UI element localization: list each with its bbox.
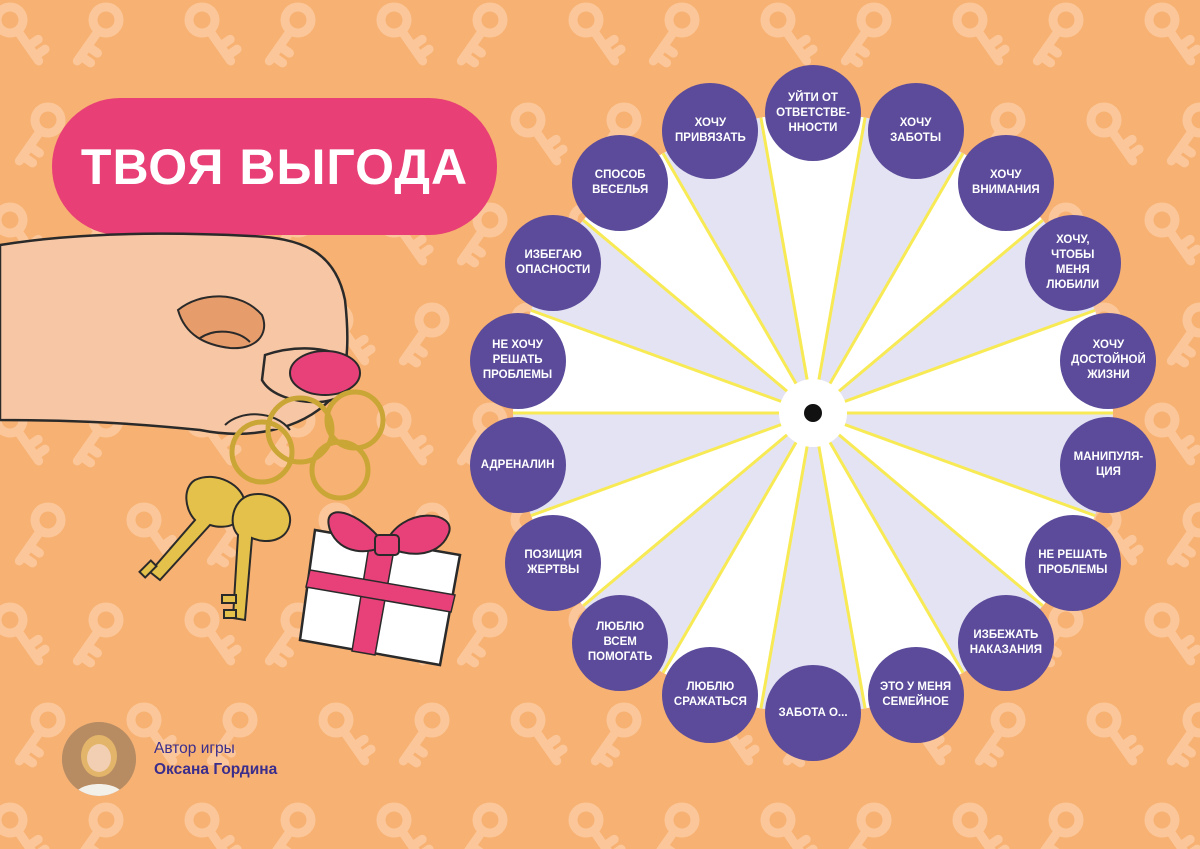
wheel-node[interactable]: ИЗБЕГАЮ ОПАСНОСТИ xyxy=(505,215,602,311)
gift-box-icon xyxy=(298,511,462,667)
wheel-sector xyxy=(813,413,1095,606)
wheel-spoke xyxy=(811,152,965,414)
wheel-spoke xyxy=(811,412,965,674)
wheel-node[interactable]: МАНИПУЛЯ- ЦИЯ xyxy=(1060,417,1157,514)
author-label: Автор игры xyxy=(154,740,235,757)
author-block: Автор игры Оксана Гордина xyxy=(62,722,277,796)
wheel-spoke xyxy=(811,412,867,709)
wheel-spoke xyxy=(759,117,815,414)
wheel-node[interactable]: ИЗБЕЖАТЬ НАКАЗАНИЯ xyxy=(957,594,1054,691)
wheel-sector xyxy=(663,413,813,709)
wheel-sector xyxy=(760,413,866,713)
page-title: ТВОЯ ВЫГОДА xyxy=(52,98,497,235)
wheel-sector xyxy=(760,112,866,414)
wheel-center-dot xyxy=(804,404,822,422)
wheel-node[interactable]: АДРЕНАЛИН xyxy=(469,417,566,514)
wheel-node[interactable]: СПОСОБ ВЕСЕЛЬЯ xyxy=(572,135,669,232)
wheel-spoke xyxy=(811,117,867,414)
wheel-node[interactable]: ЗАБОТА О... xyxy=(765,665,861,761)
wheel-spoke xyxy=(661,412,815,674)
wheel-spoke xyxy=(812,308,1096,415)
wheel-spoke xyxy=(582,411,814,607)
wheel-spoke xyxy=(582,219,814,415)
wheel-node[interactable]: НЕ ХОЧУ РЕШАТЬ ПРОБЛЕМЫ xyxy=(469,312,566,409)
wheel-sector xyxy=(513,413,813,516)
author-avatar xyxy=(62,722,136,796)
wheel-node[interactable]: УЙТИ ОТ ОТВЕТСТВЕ- ННОСТИ xyxy=(765,65,861,161)
wheel-spoke xyxy=(812,411,1096,518)
wheel-node[interactable]: ХОЧУ ЗАБОТЫ xyxy=(867,83,964,180)
wheel-node[interactable]: НЕ РЕШАТЬ ПРОБЛЕМЫ xyxy=(1024,515,1121,611)
wheel-spoke xyxy=(530,308,814,415)
wheel-sector xyxy=(531,413,813,606)
wheel-spoke xyxy=(812,219,1044,415)
wheel-sector xyxy=(813,413,963,709)
wheel-spoke xyxy=(759,412,815,709)
wheel-sector xyxy=(813,220,1095,413)
wheel-node[interactable]: ХОЧУ ВНИМАНИЯ xyxy=(957,135,1054,232)
wheel-sector xyxy=(663,117,813,413)
wheel-node[interactable]: ПОЗИЦИЯ ЖЕРТВЫ xyxy=(505,515,602,611)
wheel-sector xyxy=(813,310,1113,413)
wheel-spoke xyxy=(661,152,815,414)
wheel-node[interactable]: ХОЧУ, ЧТОБЫ МЕНЯ ЛЮБИЛИ xyxy=(1024,215,1121,311)
wheel-node[interactable]: ЛЮБЛЮ СРАЖАТЬСЯ xyxy=(662,646,759,743)
wheel-spoke xyxy=(812,411,1044,607)
wheel-spoke xyxy=(530,411,814,518)
wheel-node[interactable]: ЛЮБЛЮ ВСЕМ ПОМОГАТЬ xyxy=(572,594,669,691)
wheel-node[interactable]: ЭТО У МЕНЯ СЕМЕЙНОЕ xyxy=(867,646,964,743)
wheel-sector xyxy=(813,117,963,413)
wheel-sector xyxy=(531,220,813,413)
wheel-node[interactable]: ХОЧУ ПРИВЯЗАТЬ xyxy=(662,83,759,180)
wheel-node[interactable]: ХОЧУ ДОСТОЙНОЙ ЖИЗНИ xyxy=(1060,312,1157,409)
hand-with-keys-illustration xyxy=(0,232,462,667)
wheel-sector xyxy=(813,413,1113,516)
author-name: Оксана Гордина xyxy=(154,761,278,778)
wheel-sector xyxy=(513,310,813,413)
